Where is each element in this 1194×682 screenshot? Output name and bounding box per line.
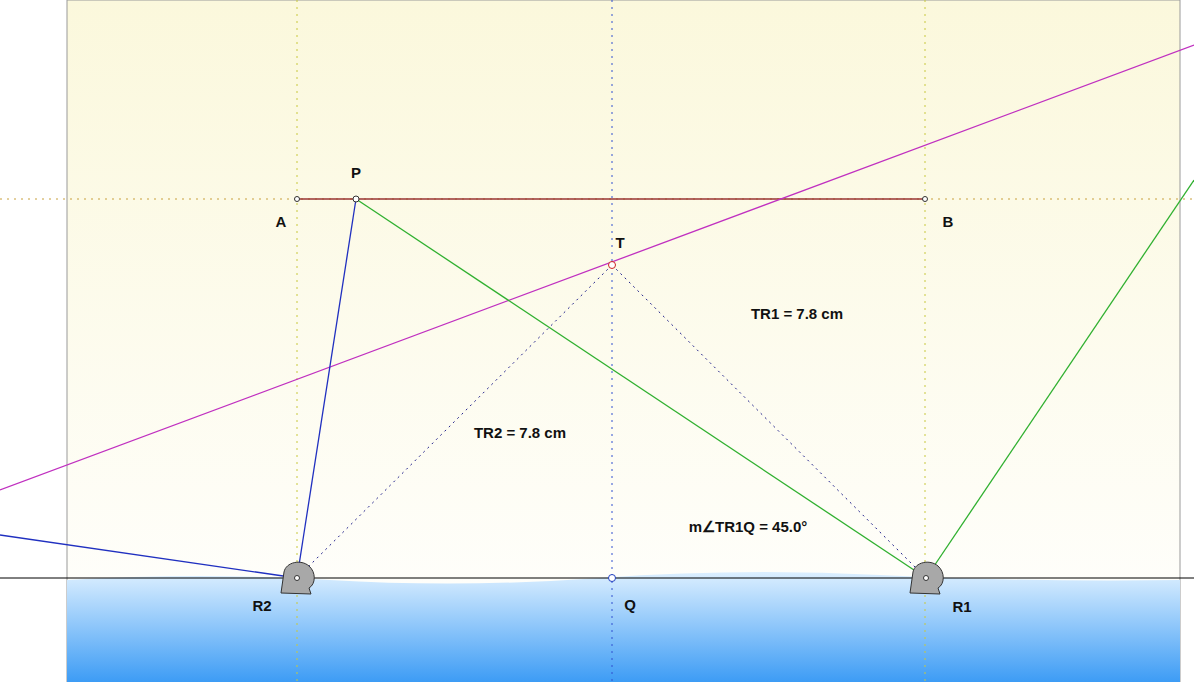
measurement-label: TR2 = 7.8 cm xyxy=(474,425,566,442)
point-label: R2 xyxy=(252,598,271,615)
measurement-label: m∠TR1Q = 45.0° xyxy=(689,519,808,536)
point xyxy=(924,576,929,581)
ray-line xyxy=(356,199,926,578)
point-label: A xyxy=(276,214,287,231)
shore-line xyxy=(0,578,1194,579)
point xyxy=(923,197,928,202)
reflected-ray xyxy=(0,535,297,578)
reflected-ray xyxy=(926,180,1194,578)
ray-line xyxy=(297,199,356,578)
point-label: P xyxy=(351,165,361,182)
measurement-label: TR1 = 7.8 cm xyxy=(751,306,843,323)
point xyxy=(609,262,616,269)
point-label: R1 xyxy=(952,599,971,616)
point xyxy=(295,197,300,202)
point-label: T xyxy=(615,235,624,252)
bisector-line xyxy=(0,45,1194,490)
point xyxy=(353,196,359,202)
distance-line xyxy=(612,265,926,578)
rock xyxy=(281,562,314,594)
point-label: B xyxy=(943,214,954,231)
segment-ab xyxy=(297,198,925,199)
rock xyxy=(910,562,943,594)
point xyxy=(609,575,616,582)
sea xyxy=(67,572,1180,682)
point xyxy=(295,576,300,581)
land-ground xyxy=(67,0,1180,682)
point-label: Q xyxy=(624,597,636,614)
distance-line xyxy=(297,265,612,578)
guide-line xyxy=(0,199,1194,200)
